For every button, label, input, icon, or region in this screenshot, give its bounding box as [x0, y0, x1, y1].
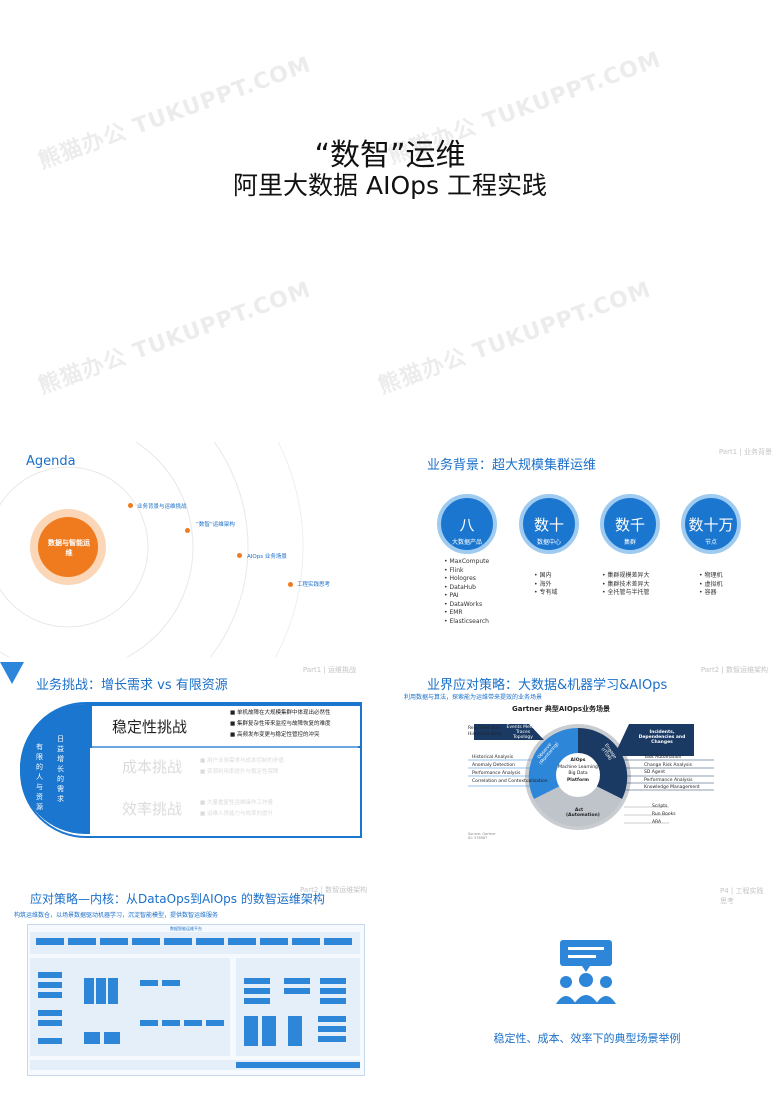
- challenge-frame: [20, 702, 362, 838]
- agenda-center-label: 数据与智能运维: [48, 539, 90, 557]
- agenda-dot: [128, 503, 133, 508]
- stat-circle: 数十 数据中心: [519, 494, 579, 554]
- challenge-row-points: ■ 用户业务需求与成本控制的矛盾 ■ 资源利用率提升与稳定性保障: [200, 758, 284, 775]
- architecture-blocks: [30, 932, 360, 1070]
- center-labels: AIOps Machine Learning Big Data Platform: [558, 758, 598, 783]
- cover-title: “数智”运维: [314, 138, 466, 173]
- region-list: • 国内 • 海外 • 专有域: [534, 572, 558, 596]
- agenda-dot: [185, 528, 190, 533]
- left-items: Historical Analysis Anomaly Detection Pe…: [472, 755, 548, 784]
- challenge-row-label: 效率挑战: [122, 800, 183, 818]
- slide-background: Part1 | 业务背景 业务背景：超大规模集群运维 八 大数据产品 数十 数据…: [394, 442, 780, 657]
- challenge-row-points: ■ 单机故障在大规模集群中体现出必然性 ■ 集群复杂性带来监控与故障恢复的难度 …: [230, 710, 331, 738]
- stat-circle: 数十万 节点: [681, 494, 741, 554]
- bottom-right-items: Scripts Run Books ARA: [652, 804, 676, 825]
- strategy-subtitle: 利用数据与算法，探索能为运维带来提效的业务场景: [404, 694, 543, 701]
- slide-architecture: Part2 | 数智运维架构 应对策略—内核：从DataOps到AIOps 的数…: [0, 882, 386, 1097]
- agenda-item: AIOps 业务场景: [247, 554, 287, 560]
- agenda-dot: [237, 553, 242, 558]
- part-label: Part2 | 数智运维架构: [700, 666, 768, 674]
- node-list: • 物理机 • 虚拟机 • 容器: [699, 572, 723, 596]
- events-tag: Events Metrics Traces Topology: [506, 725, 540, 740]
- agenda-dot: [288, 582, 293, 587]
- aiops-cycle-diagram: [468, 724, 714, 830]
- agenda-item: “数智”运维架构: [196, 522, 235, 528]
- agenda-item: 业务背景与运维挑战: [137, 504, 187, 510]
- cluster-list: • 集群规模差异大 • 集群技术差异大 • 全托管与半托管: [602, 572, 650, 596]
- team-discussion-icon: [556, 940, 616, 1004]
- part-label: Part1 | 运维挑战: [302, 666, 356, 674]
- agenda-heading: Agenda: [26, 454, 76, 469]
- stat-circle: 八 大数据产品: [437, 494, 497, 554]
- orbit-lines: [0, 442, 304, 657]
- challenge-heading: 业务挑战：增长需求 vs 有限资源: [36, 678, 228, 693]
- slide-agenda: Agenda 数据与智能运维 业务背景与运维挑战 “数智”运维架构 AIOps …: [0, 442, 386, 657]
- watermark: 熊猫办公 TUKUPPT.COM: [35, 277, 315, 400]
- slide-challenge: Part1 | 运维挑战 业务挑战：增长需求 vs 有限资源 有限的人与资源 日…: [0, 662, 386, 877]
- part-label: Part2 | 数智运维架构: [300, 886, 368, 894]
- agenda-item: 工程实践思考: [297, 582, 331, 588]
- corner-triangle-icon: [0, 662, 24, 684]
- scenario-caption: 稳定性、成本、效率下的典型场景举例: [493, 1032, 681, 1045]
- cover-subtitle: 阿里大数据 AIOps 工程实践: [233, 171, 547, 200]
- part-label: Part1 | 业务背景: [718, 448, 772, 456]
- challenge-row-label: 稳定性挑战: [112, 718, 188, 736]
- diagram-title: Gartner 典型AIOps业务场景: [512, 705, 611, 713]
- slide-strategy: Part2 | 数智运维架构 业界应对策略：大数据&机器学习&AIOps 利用数…: [394, 662, 780, 877]
- strategy-heading: 业界应对策略：大数据&机器学习&AIOps: [427, 678, 668, 693]
- watermark: 熊猫办公 TUKUPPT.COM: [375, 277, 655, 400]
- challenge-row-points: ■ 大量重复性运维操作工作量 ■ 运维人员能力与效率的提升: [200, 800, 273, 817]
- background-heading: 业务背景：超大规模集群运维: [427, 458, 597, 473]
- right-items: Task Automation Change Risk Analysis SD …: [644, 755, 700, 790]
- source-note: Source: Gartner ID: 378587: [468, 832, 496, 840]
- incidents-tag: Incidents, Dependencies and Changes: [638, 730, 686, 745]
- challenge-row-label: 成本挑战: [122, 758, 183, 776]
- left-header: Real-Time and Historical Data: [468, 726, 502, 737]
- stat-circle: 数千 集群: [600, 494, 660, 554]
- part-label: P4 | 工程实践思考: [720, 887, 764, 905]
- slide-scenario: P4 | 工程实践思考 稳定性、成本、效率下的典型场景举例: [394, 882, 780, 1097]
- architecture-heading: 应对策略—内核：从DataOps到AIOps 的数智运维架构: [30, 892, 325, 906]
- architecture-subtitle: 构筑运维数仓，以场景数据驱动机器学习，沉淀智能模型，提供数智运维服务: [14, 912, 219, 919]
- segment-act: Act (Automation): [566, 808, 600, 818]
- product-list: • MaxCompute • Flink • Hologres • DataHu…: [444, 558, 490, 625]
- platform-title: 数据智能运维平台: [170, 926, 202, 931]
